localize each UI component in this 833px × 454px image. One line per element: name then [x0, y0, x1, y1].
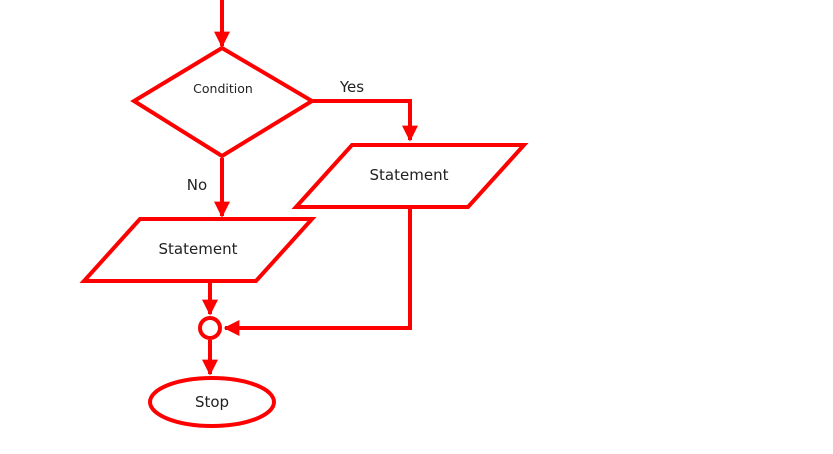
- yes-edge-label: Yes: [339, 78, 364, 96]
- junction-connector: [198, 316, 222, 340]
- no-statement-label: Statement: [159, 240, 238, 258]
- stop-label: Stop: [195, 393, 229, 411]
- stop-terminator: [148, 376, 276, 428]
- yes-statement-to-junction-arrow: [223, 207, 412, 336]
- condition-diamond: [130, 45, 316, 159]
- yes-statement-parallelogram: [291, 143, 529, 209]
- yes-statement-label: Statement: [370, 166, 449, 184]
- no-statement-parallelogram: [79, 217, 317, 283]
- yes-branch-arrow: [313, 99, 418, 142]
- no-edge-label: No: [187, 176, 207, 194]
- condition-label: Condition: [193, 81, 253, 96]
